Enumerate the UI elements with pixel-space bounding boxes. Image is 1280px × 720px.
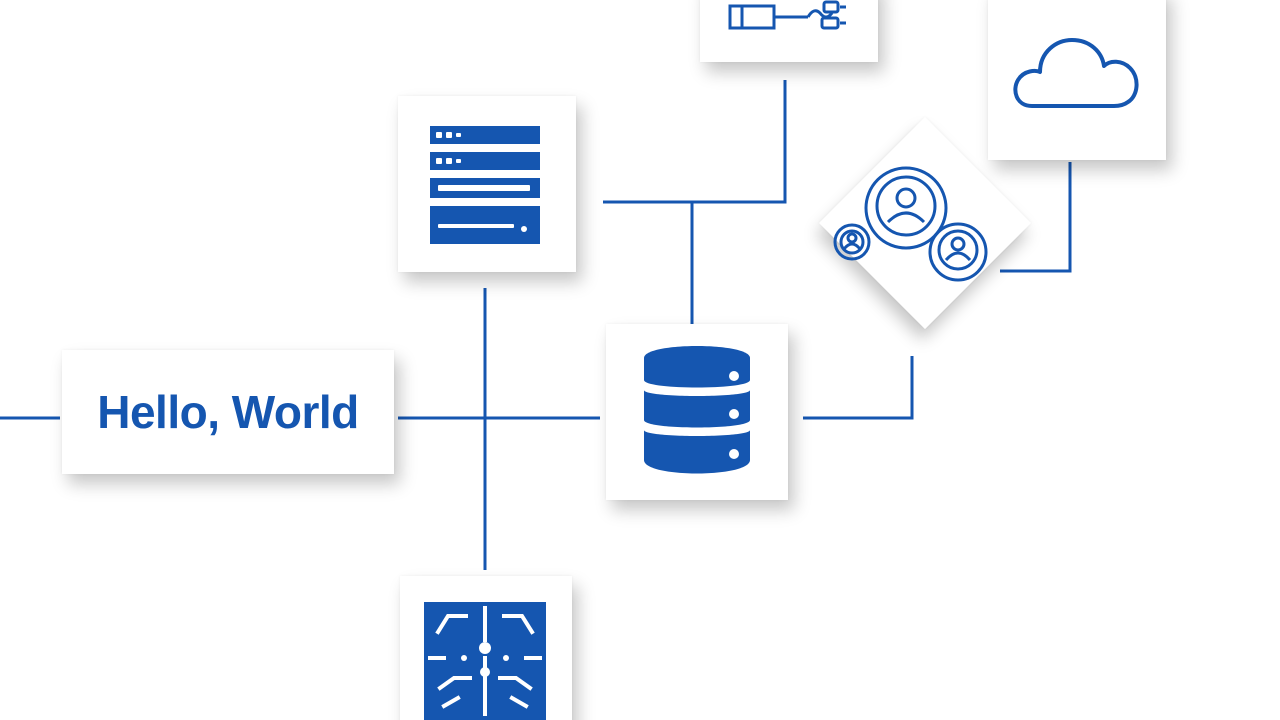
- database-icon: [644, 346, 750, 474]
- connector-server-to-device: [603, 80, 787, 204]
- device-cable-icon: [728, 0, 846, 30]
- circuit-board-icon: [424, 602, 546, 720]
- connector-users-to-cloud: [1000, 162, 1072, 273]
- cloud-icon: [1013, 38, 1139, 108]
- users-group-icon: [833, 166, 988, 282]
- database-card[interactable]: [606, 324, 788, 500]
- device-card[interactable]: [700, 0, 878, 62]
- circuit-card[interactable]: [400, 576, 572, 720]
- server-rack-icon: [430, 126, 540, 244]
- hello-world-card[interactable]: Hello, World: [62, 350, 394, 474]
- hello-world-label: Hello, World: [97, 386, 359, 438]
- connector-database-to-users: [803, 356, 914, 420]
- cloud-card[interactable]: [988, 0, 1166, 160]
- server-card[interactable]: [398, 96, 576, 272]
